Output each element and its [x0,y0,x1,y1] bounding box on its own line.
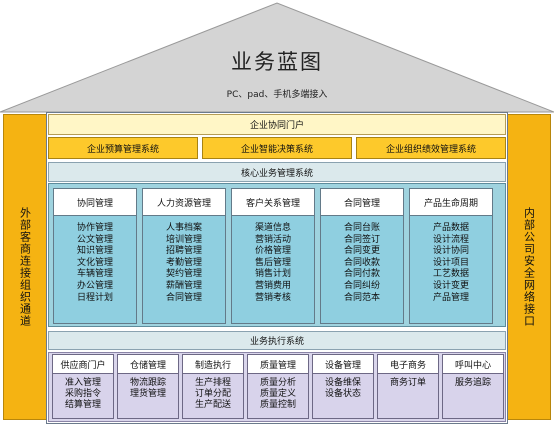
execution-module-title: 电子商务 [377,354,439,374]
core-module-item: 合同付款 [343,269,380,280]
core-module-title: 合同管理 [321,189,403,216]
core-module-item: 培训管理 [165,234,202,245]
portal-item-label: 企业预算管理系统 [86,144,159,155]
core-module-item: 设计变更 [432,280,469,291]
execution-module-item: 质量控制 [259,400,296,410]
core-module-item: 人事档案 [165,223,202,233]
execution-module-item: 商务订单 [389,378,426,388]
core-module: 人力资源管理人事档案培训管理招聘管理考勤管理契约管理薪酬管理合同管理 [142,188,226,324]
core-module-item: 售后管理 [254,257,291,268]
page-title: 业务蓝图 [231,50,323,74]
core-module-item: 工艺数据 [432,269,469,280]
execution-module-item: 质量分析 [259,378,296,388]
core-module-item: 考勤管理 [165,257,202,268]
core-module-item: 合同台账 [343,223,380,233]
execution-module-item: 理货管理 [129,389,166,399]
core-module-item: 设计项目 [432,257,469,268]
execution-module-list: 商务订单 [377,374,439,419]
core-module-item: 协作管理 [76,223,113,233]
right-pillar-label: 内部公司安全网络接口 [522,207,536,327]
left-pillar: 外部客商连接组织通道 [3,114,47,420]
portal-item: 企业组织绩效管理系统 [356,137,506,159]
core-module-item: 合同变更 [343,246,380,257]
core-module: 合同管理合同台账合同签订合同变更合同收款合同付款合同纠纷合同范本 [320,188,404,324]
execution-module-item: 设备维保 [324,378,361,388]
portal-label: 企业协同门户 [249,121,304,131]
execution-module-item: 设备状态 [324,389,361,399]
core-module-item: 薪酬管理 [165,280,202,291]
core-module-list: 合同台账合同签订合同变更合同收款合同付款合同纠纷合同范本 [321,216,403,323]
core-module-item: 产品管理 [432,292,469,303]
left-pillar-label: 外部客商连接组织通道 [18,207,32,327]
portal-item-label: 企业组织绩效管理系统 [385,144,476,155]
execution-module-item: 结算管理 [64,400,101,410]
core-module-item: 文化管理 [76,257,113,268]
core-module-item: 招聘管理 [165,246,202,257]
execution-module-list: 生产排程订单分配生产配送 [182,374,244,419]
core-module-item: 知识管理 [76,246,113,257]
core-module-item: 合同收款 [343,257,380,268]
portal-item: 企业智能决策系统 [202,137,352,159]
core-module-item: 渠道信息 [254,223,291,233]
execution-module-list: 设备维保设备状态 [312,374,374,419]
core-module-item: 营销费用 [254,280,291,291]
core-module-title: 协同管理 [54,189,136,216]
portal-item-label: 企业智能决策系统 [240,144,313,155]
core-module-list: 人事档案培训管理招聘管理考勤管理契约管理薪酬管理合同管理 [143,216,225,323]
core-module-list: 产品数据设计流程设计协同设计项目工艺数据设计变更产品管理 [410,216,492,323]
core-module-item: 合同管理 [165,292,202,303]
core-module-item: 公文管理 [76,234,113,245]
core-module-item: 契约管理 [165,269,202,280]
core-module-item: 合同签订 [343,234,380,245]
execution-label: 业务执行系统 [249,337,304,347]
execution-module-list: 质量分析质量定义质量控制 [247,374,309,419]
portal-item: 企业预算管理系统 [48,137,198,159]
execution-module-title: 设备管理 [312,354,374,374]
execution-module-title: 供应商门户 [52,354,114,374]
core-module-title: 人力资源管理 [143,189,225,216]
core-module-title: 客户关系管理 [232,189,314,216]
core-module-item: 营销活动 [254,234,291,245]
core-module-item: 设计流程 [432,234,469,245]
execution-module-title: 呼叫中心 [442,354,504,374]
core-module: 客户关系管理渠道信息营销活动价格管理售后管理销售计划营销费用营销考核 [231,188,315,324]
core-module-item: 日程计划 [76,292,113,303]
right-pillar: 内部公司安全网络接口 [507,114,551,420]
core-module-item: 车辆管理 [76,269,113,280]
execution-module-title: 质量管理 [247,354,309,374]
core-module-list: 协作管理公文管理知识管理文化管理车辆管理办公管理日程计划 [54,216,136,323]
core-module-item: 合同纠纷 [343,280,380,291]
core-band: 核心业务管理系统 [48,162,506,182]
execution-module-item: 采购指令 [64,389,101,399]
core-module-item: 产品数据 [432,223,469,233]
execution-module-item: 订单分配 [194,389,231,399]
core-module-item: 价格管理 [254,246,291,257]
execution-module-item: 准入管理 [64,378,101,388]
execution-module-list: 服务追踪 [442,374,504,419]
core-module-item: 办公管理 [76,280,113,291]
execution-module-title: 仓储管理 [117,354,179,374]
portal-band: 企业协同门户 [48,114,506,135]
execution-module-item: 质量定义 [259,389,296,399]
execution-module-item: 生产排程 [194,378,231,388]
execution-module-item: 服务追踪 [454,378,491,388]
core-module: 产品生命周期产品数据设计流程设计协同设计项目工艺数据设计变更产品管理 [409,188,493,324]
core-module-item: 营销考核 [254,292,291,303]
execution-module-item: 物流跟踪 [129,378,166,388]
core-module-item: 设计协同 [432,246,469,257]
execution-module-list: 物流跟踪理货管理 [117,374,179,419]
execution-module-title: 制造执行 [182,354,244,374]
core-module-item: 合同范本 [343,292,380,303]
core-label: 核心业务管理系统 [240,168,313,179]
core-module-item: 销售计划 [254,269,291,280]
core-module-list: 渠道信息营销活动价格管理售后管理销售计划营销费用营销考核 [232,216,314,323]
execution-band: 业务执行系统 [48,331,506,350]
core-module: 协同管理协作管理公文管理知识管理文化管理车辆管理办公管理日程计划 [53,188,137,324]
page-subtitle: PC、pad、手机多端接入 [226,90,328,100]
execution-module-list: 准入管理采购指令结算管理 [52,374,114,419]
execution-module-item: 生产配送 [194,400,231,410]
core-module-title: 产品生命周期 [410,189,492,216]
